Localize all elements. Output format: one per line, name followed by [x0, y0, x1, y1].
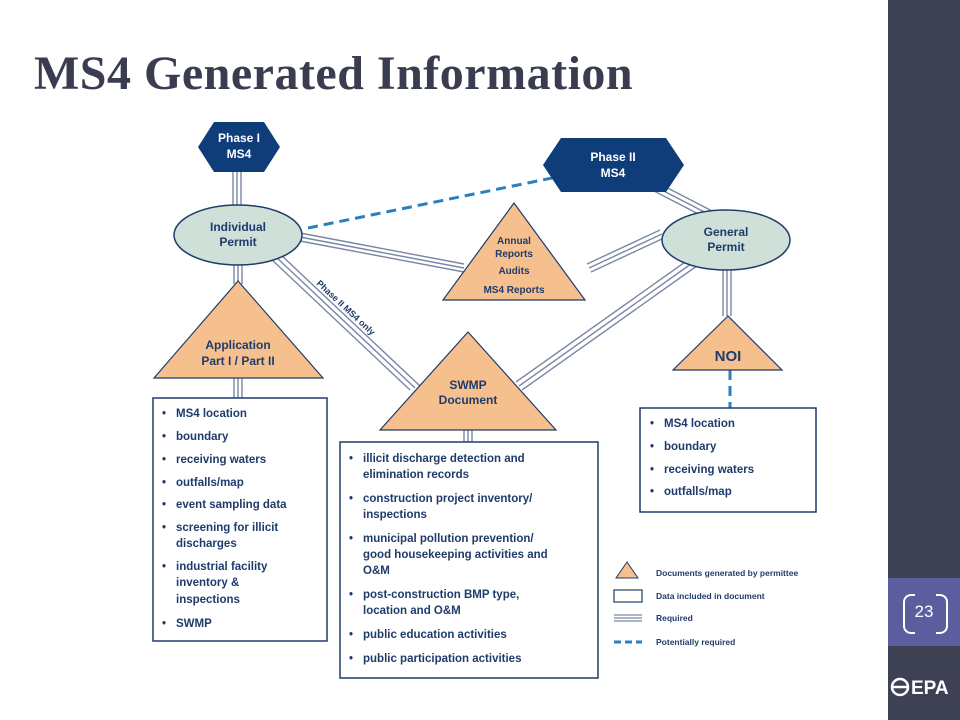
- application-bullet: •: [162, 522, 166, 534]
- swmp-bullet: •: [349, 493, 353, 505]
- general-permit-label-1: General: [704, 225, 749, 239]
- application-item: MS4 location: [176, 408, 247, 420]
- swmp-item: O&M: [363, 565, 390, 577]
- swmp-triangle: SWMP Document: [378, 331, 558, 431]
- individual-permit-label-1: Individual: [210, 220, 266, 234]
- slide-title: MS4 Generated Information: [34, 47, 634, 100]
- noi-item: boundary: [664, 441, 717, 453]
- annual-reports-triangle: Annual Reports Audits MS4 Reports: [441, 201, 587, 301]
- ms4-diagram-svg: Phase I MS4 Phase II MS4 Individual Perm…: [140, 118, 834, 686]
- application-item: screening for illicit: [176, 522, 278, 534]
- swmp-bullet: •: [349, 653, 353, 665]
- swmp-bullet: •: [349, 453, 353, 465]
- application-bullet: •: [162, 477, 166, 489]
- annual-label-2: Reports: [495, 249, 533, 260]
- page-number: 23: [914, 602, 934, 621]
- page-number-box: [888, 578, 960, 646]
- application-bullet: •: [162, 454, 166, 466]
- application-label-1: Application: [205, 338, 270, 352]
- noi-label: NOI: [715, 348, 742, 365]
- phase2-hexagon: Phase II MS4: [543, 138, 684, 192]
- annual-label-1: Annual: [497, 236, 531, 247]
- phase1-label-2: MS4: [227, 147, 252, 161]
- legend-label-data: Data included in document: [656, 591, 765, 601]
- noi-bullet: •: [650, 464, 654, 476]
- legend-label-documents: Documents generated by permittee: [656, 568, 798, 578]
- noi-triangle: NOI: [671, 315, 784, 371]
- legend: Documents generated by permittee Data in…: [613, 561, 798, 647]
- noi-bullet: •: [650, 441, 654, 453]
- application-item: discharges: [176, 538, 237, 550]
- swmp-bullet: •: [349, 629, 353, 641]
- annual-label-4: MS4 Reports: [483, 285, 545, 296]
- swmp-item: illicit discharge detection and: [363, 453, 525, 465]
- noi-bullet: •: [650, 418, 654, 430]
- legend-triangle-icon: [615, 561, 639, 579]
- swmp-item: location and O&M: [363, 605, 461, 617]
- phase1-hexagon: Phase I MS4: [198, 122, 280, 172]
- phase2-label-2: MS4: [601, 166, 626, 180]
- swmp-item: elimination records: [363, 469, 469, 481]
- application-item: SWMP: [176, 618, 212, 630]
- application-item: inspections: [176, 594, 240, 606]
- application-item: boundary: [176, 431, 229, 443]
- page-number-left-bracket: [903, 594, 915, 634]
- noi-item: receiving waters: [664, 464, 754, 476]
- application-item: event sampling data: [176, 499, 287, 511]
- application-item: outfalls/map: [176, 477, 244, 489]
- application-bullet: •: [162, 499, 166, 511]
- phase1-label-1: Phase I: [218, 131, 260, 145]
- swmp-item: municipal pollution prevention/: [363, 533, 534, 545]
- annual-label-3: Audits: [498, 266, 530, 277]
- potential-connectors: [307, 176, 732, 408]
- swmp-data-box: • illicit discharge detection and elimina…: [339, 441, 599, 679]
- noi-bullet: •: [650, 486, 654, 498]
- swmp-item: inspections: [363, 509, 427, 521]
- application-bullet: •: [162, 431, 166, 443]
- application-bullet: •: [162, 618, 166, 630]
- epa-logo-text: EPA: [911, 678, 949, 698]
- legend-label-required: Required: [656, 613, 693, 623]
- application-triangle: Application Part I / Part II: [152, 280, 325, 379]
- swmp-bullet: •: [349, 533, 353, 545]
- legend-box-icon: [613, 589, 643, 603]
- application-item: receiving waters: [176, 454, 266, 466]
- application-item: industrial facility: [176, 561, 268, 573]
- application-label-2: Part I / Part II: [201, 354, 274, 368]
- swmp-item: public participation activities: [363, 653, 521, 665]
- required-connectors: [232, 166, 732, 442]
- individual-permit-ellipse: Individual Permit: [173, 204, 303, 266]
- noi-item: MS4 location: [664, 418, 735, 430]
- swmp-item: construction project inventory/: [363, 493, 533, 505]
- individual-permit-label-2: Permit: [219, 235, 256, 249]
- epa-logo-mark-icon: EPA: [890, 677, 949, 699]
- application-bullet: •: [162, 561, 166, 573]
- swmp-item: good housekeeping activities and: [363, 549, 548, 561]
- general-permit-label-2: Permit: [707, 240, 744, 254]
- swmp-bullet: •: [349, 589, 353, 601]
- epa-logo: EPA: [890, 676, 958, 699]
- legend-required-lines-icon: [614, 614, 642, 622]
- general-permit-ellipse: General Permit: [661, 209, 791, 271]
- swmp-label-1: SWMP: [449, 378, 486, 392]
- swmp-item: public education activities: [363, 629, 507, 641]
- phase2-label-1: Phase II: [590, 150, 635, 164]
- swmp-label-2: Document: [439, 393, 498, 407]
- page-number-right-bracket: [936, 594, 948, 634]
- noi-item: outfalls/map: [664, 486, 732, 498]
- application-item: inventory &: [176, 577, 239, 589]
- legend-label-potential: Potentially required: [656, 637, 735, 647]
- application-data-box: • MS4 location • boundary • receiving water…: [152, 397, 328, 642]
- noi-data-box: • MS4 location • boundary • receiving water…: [639, 407, 817, 513]
- application-bullet: •: [162, 408, 166, 420]
- ms4-diagram: Phase I MS4 Phase II MS4 Individual Perm…: [140, 118, 834, 686]
- swmp-item: post-construction BMP type,: [363, 589, 519, 601]
